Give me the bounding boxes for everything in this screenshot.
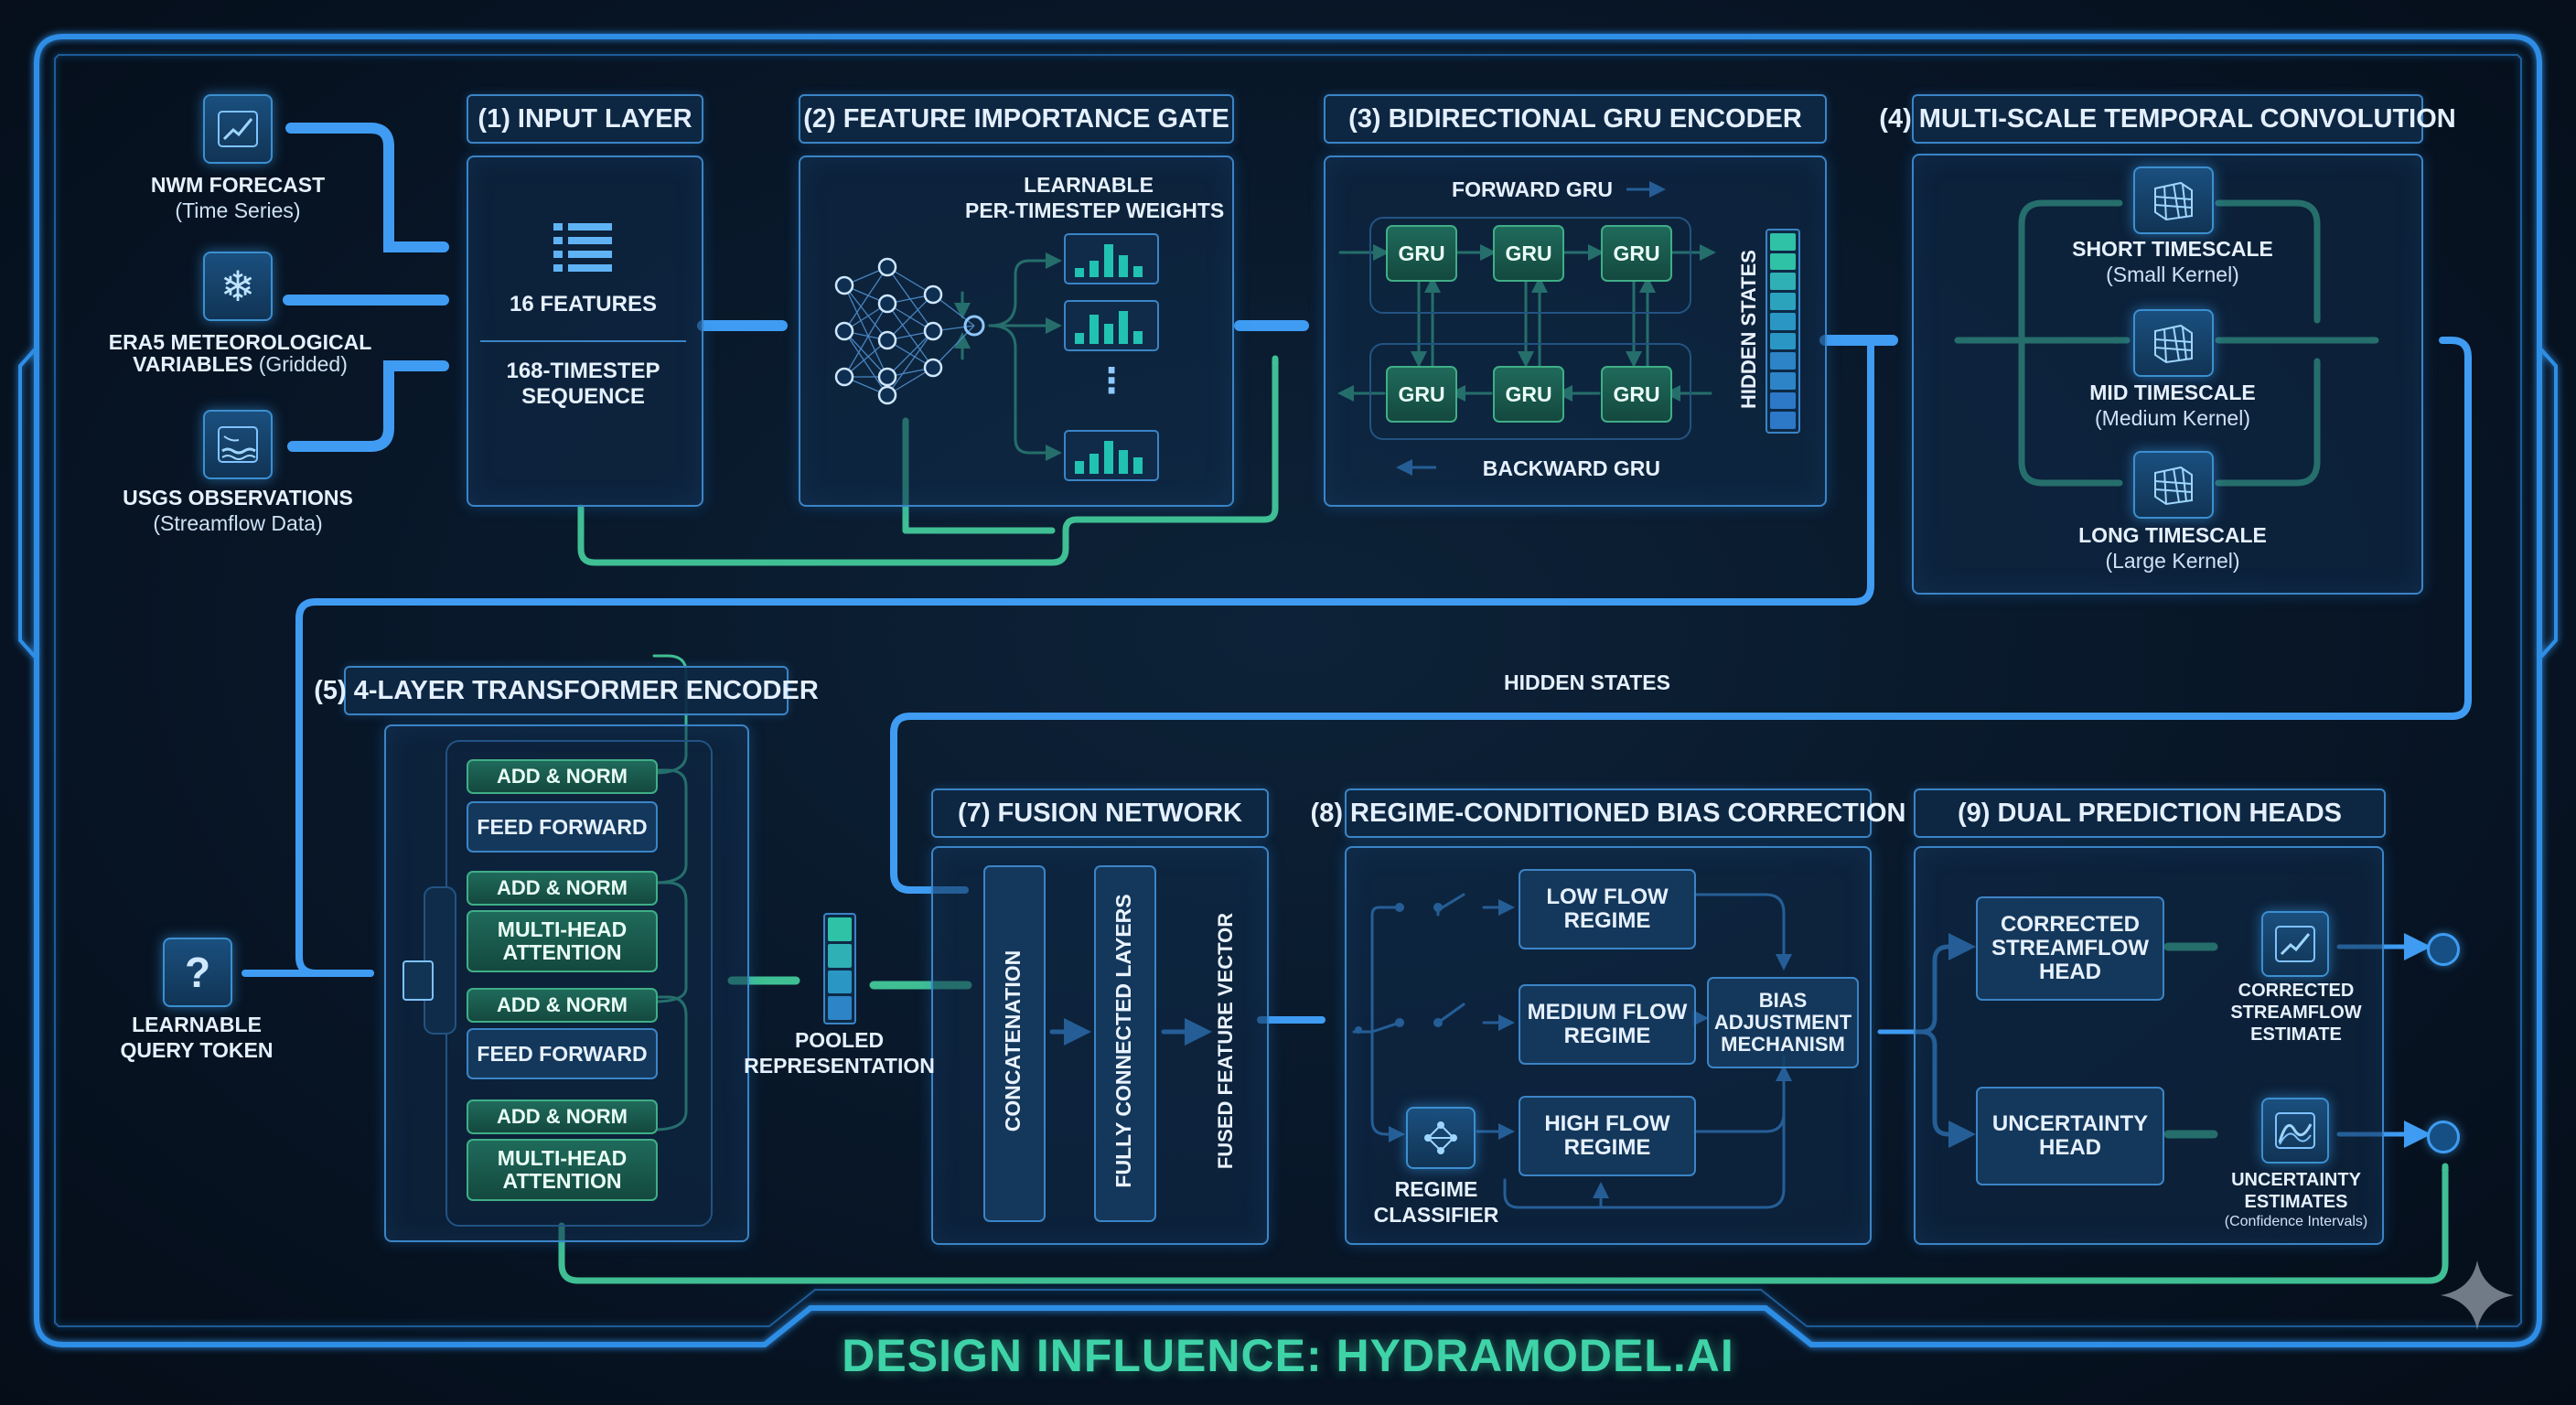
sparkle-icon (2441, 1260, 2514, 1330)
gru-panel (1324, 156, 1827, 507)
feature-gate-title: (2) FEATURE IMPORTANCE GATE (799, 94, 1234, 144)
gru-cell-forward-3: GRU (1601, 225, 1672, 282)
gru-cell-forward-2: GRU (1493, 225, 1564, 282)
water-gauge-icon (203, 410, 273, 479)
gru-title: (3) BIDIRECTIONAL GRU ENCODER (1324, 94, 1827, 144)
long-timescale-label: LONG TIMESCALE(Large Kernel) (2078, 523, 2267, 574)
transformer-title: (5) 4-LAYER TRANSFORMER ENCODER (314, 666, 819, 715)
source-connectors (283, 123, 1898, 452)
feature-list-icon (552, 221, 616, 274)
gru-hidden-states-stack (1766, 229, 1800, 434)
fused-vector-label: FUSED FEATURE VECTOR (1214, 912, 1237, 1170)
footer-title: DESIGN INFLUENCE: HYDRAMODEL.AI (842, 1330, 1734, 1381)
weight-bars-2 (1064, 300, 1159, 351)
gru-cell-backward-2: GRU (1493, 366, 1564, 423)
line-chart-icon (2261, 911, 2329, 977)
short-timescale-label: SHORT TIMESCALE(Small Kernel) (2072, 237, 2273, 287)
kernel-grid-icon (2133, 166, 2214, 234)
fusion-title: (7) FUSION NETWORK (931, 788, 1269, 838)
weight-bars-3 (1064, 430, 1159, 481)
uncertainty-chart-icon (2261, 1098, 2329, 1164)
forward-gru-label: FORWARD GRU (1452, 177, 1613, 201)
neural-net-icon (834, 257, 985, 405)
bias-correction-title: (8) REGIME-CONDITIONED BIAS CORRECTION (1311, 788, 1905, 838)
weight-bars-1 (1064, 233, 1159, 284)
input-layer-title: (1) INPUT LAYER (467, 94, 703, 144)
input-layer-panel (467, 156, 703, 507)
concatenation-block (983, 865, 1046, 1222)
gru-hidden-states-label: HIDDEN STATES (1737, 250, 1760, 409)
embedding-chip-icon (402, 960, 434, 1001)
input-divider (480, 340, 686, 342)
kernel-grid-icon (2133, 309, 2214, 377)
hidden-states-label: HIDDEN STATES (1504, 670, 1670, 694)
classifier-icon (1406, 1107, 1476, 1169)
pooled-vector (823, 913, 856, 1024)
output-node-icon (2427, 1121, 2460, 1153)
era5-label: ERA5 METEOROLOGICAL VARIABLES (Gridded) (108, 330, 372, 377)
add-norm-1: ADD & NORM (467, 1099, 658, 1134)
residual-connector (558, 1163, 2449, 1284)
flow-connectors (242, 337, 2472, 1034)
fully-connected-block (1094, 865, 1156, 1222)
tcn-title: (4) MULTI-SCALE TEMPORAL CONVOLUTION (1879, 94, 2456, 144)
output-node-icon (2427, 933, 2460, 966)
gru-cell-backward-1: GRU (1386, 366, 1457, 423)
features-count: 16 FEATURES (510, 292, 657, 316)
fully-connected-label: FULLY CONNECTED LAYERS (1111, 894, 1135, 1188)
usgs-label: USGS OBSERVATIONS(Streamflow Data) (123, 486, 353, 536)
gru-cell-backward-3: GRU (1601, 366, 1672, 423)
kernel-grid-icon (2133, 451, 2214, 519)
nwm-forecast-label: NWM FORECAST(Time Series) (150, 173, 326, 223)
heads-title: (9) DUAL PREDICTION HEADS (1914, 788, 2386, 838)
mid-timescale-label: MID TIMESCALE(Medium Kernel) (2089, 381, 2256, 431)
concatenation-label: CONCATENATION (1000, 949, 1025, 1132)
gru-cell-forward-1: GRU (1386, 225, 1457, 282)
add-norm-4: ADD & NORM (467, 759, 658, 794)
outer-frame (18, 34, 2558, 1347)
feed-forward-2: FEED FORWARD (467, 801, 658, 853)
gate-ellipsis: ⋮ (1094, 362, 1129, 401)
add-norm-2: ADD & NORM (467, 988, 658, 1023)
feed-forward-1: FEED FORWARD (467, 1028, 658, 1079)
snowflake-icon: ❄ (203, 252, 273, 321)
add-norm-3: ADD & NORM (467, 871, 658, 906)
backward-gru-label: BACKWARD GRU (1482, 456, 1660, 480)
question-icon: ? (163, 938, 232, 1007)
line-chart-icon (203, 94, 273, 164)
